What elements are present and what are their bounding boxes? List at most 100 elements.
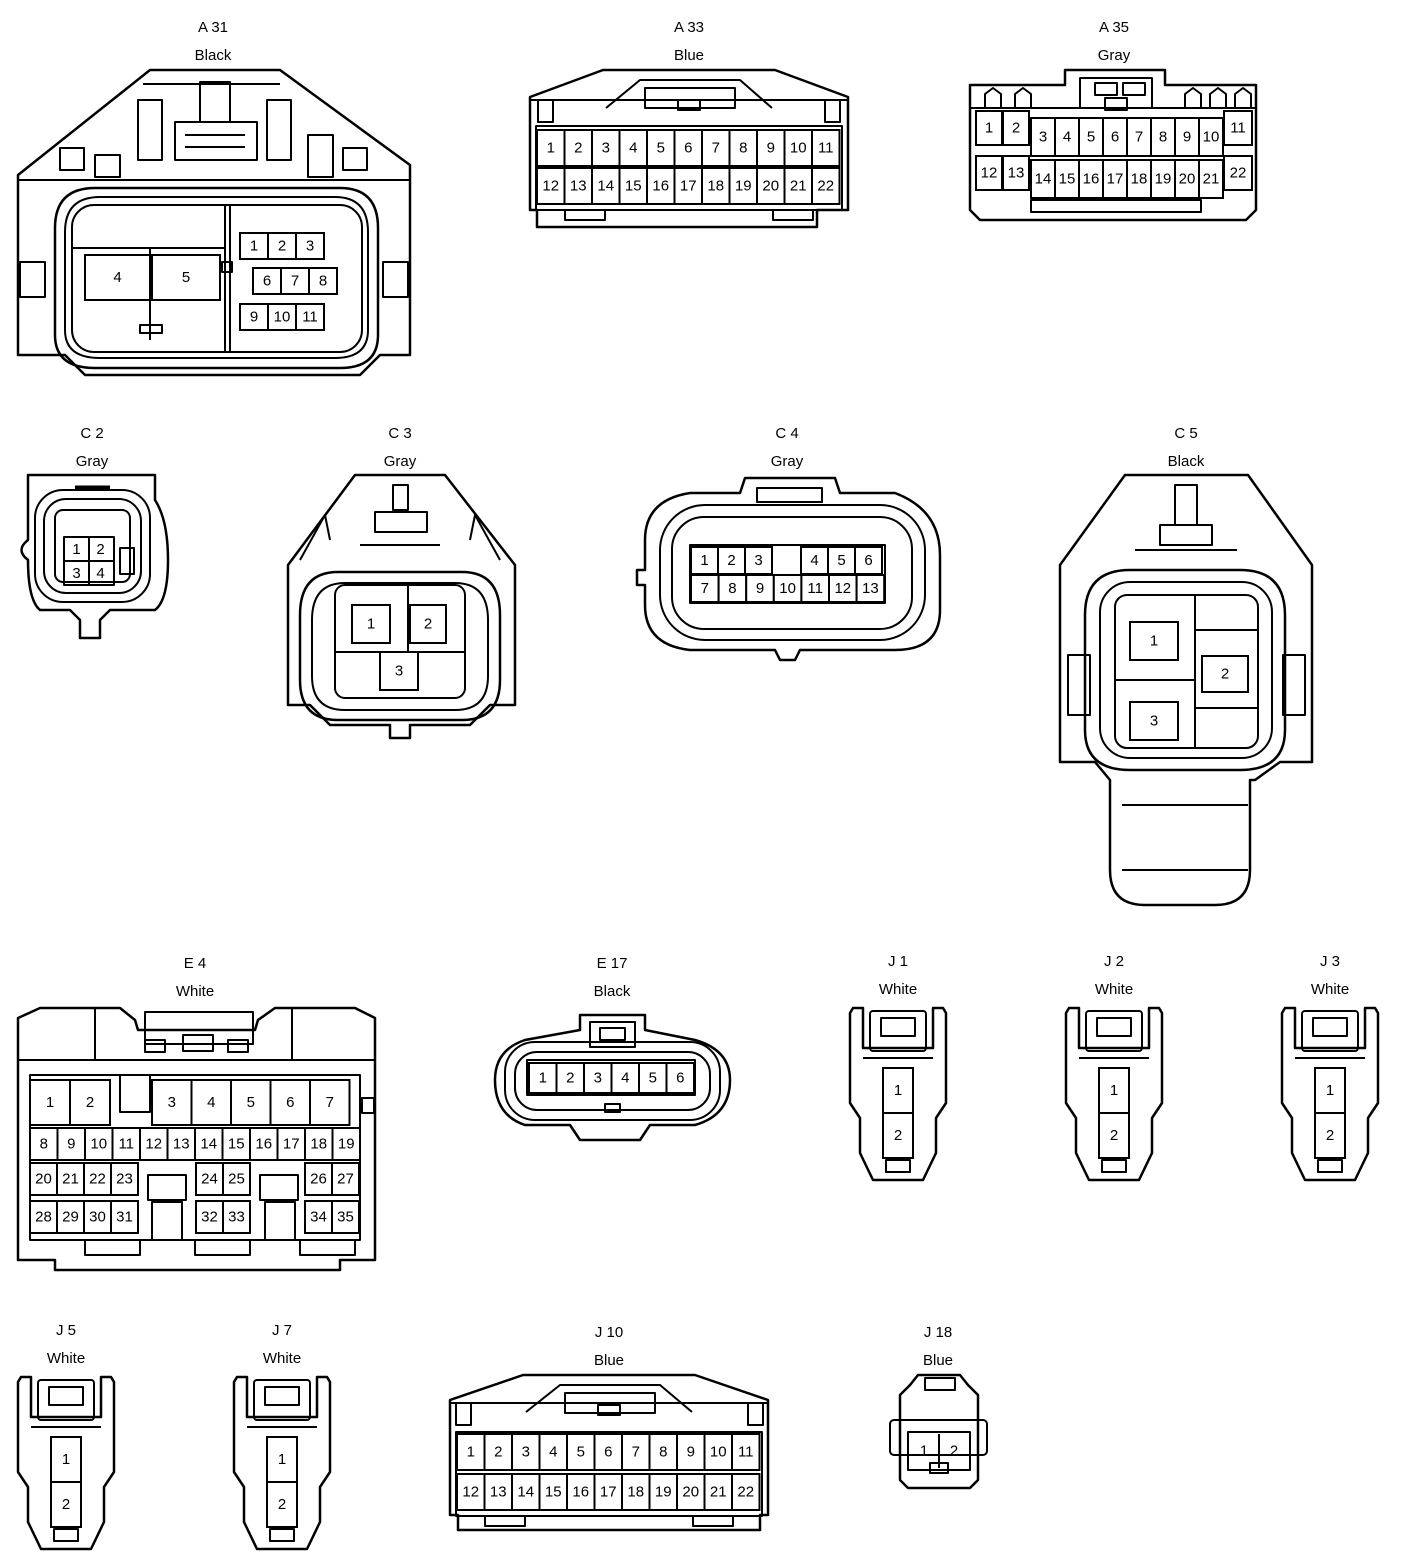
- pin-number: 13: [1008, 165, 1025, 182]
- pin-cell: [190, 1079, 232, 1126]
- pin-number: 10: [710, 1444, 727, 1461]
- connector-color: White: [1311, 981, 1349, 998]
- pin-cell: [308, 267, 338, 295]
- pin-number: 19: [735, 178, 752, 195]
- pin-number: 6: [604, 1444, 612, 1461]
- pin-cell: [731, 1473, 761, 1511]
- pin-number: 21: [710, 1484, 727, 1501]
- connector-id: C 5: [1174, 425, 1197, 442]
- pin-number: 15: [228, 1136, 245, 1153]
- connector-color: Gray: [76, 453, 109, 470]
- pin-number: 6: [864, 552, 872, 569]
- pin-number: 2: [574, 140, 582, 157]
- pin-cell: [84, 1127, 114, 1161]
- pin-cell: [50, 1481, 82, 1528]
- pin-number: 7: [632, 1444, 640, 1461]
- pin-cell: [1314, 1112, 1346, 1159]
- pin-number: 8: [1159, 129, 1167, 146]
- pin-cell: [276, 1127, 306, 1161]
- pin-number: 5: [247, 1094, 255, 1111]
- pin-number: 2: [1012, 120, 1020, 137]
- pin-number: 4: [207, 1094, 215, 1111]
- pin-number: 19: [338, 1136, 355, 1153]
- pin-number: 20: [35, 1171, 52, 1188]
- pin-cell: [483, 1473, 513, 1511]
- pin-number: 4: [113, 269, 121, 286]
- pin-number: 5: [649, 1070, 657, 1087]
- connector-id: J 18: [924, 1324, 952, 1341]
- pin-number: 5: [657, 140, 665, 157]
- pin-number: 29: [62, 1209, 79, 1226]
- pin-cell: [646, 167, 676, 205]
- pin-cell: [703, 1473, 733, 1511]
- pin-number: 16: [652, 178, 669, 195]
- pin-number: 21: [1203, 171, 1220, 188]
- connector-color: Black: [1168, 453, 1205, 470]
- pin-number: 3: [1039, 129, 1047, 146]
- pin-number: 13: [490, 1484, 507, 1501]
- connector-id: J 10: [595, 1324, 623, 1341]
- pin-number: 2: [1110, 1127, 1118, 1144]
- pin-cell: [676, 1473, 706, 1511]
- pin-cell: [728, 129, 758, 167]
- pin-number: 28: [35, 1209, 52, 1226]
- pin-cell: [800, 574, 831, 603]
- pin-number: 1: [985, 120, 993, 137]
- pin-number: 3: [395, 663, 403, 680]
- pin-cell: [110, 1200, 139, 1234]
- pin-number: 6: [684, 140, 692, 157]
- pin-cell: [309, 1079, 351, 1126]
- pin-number: 7: [1135, 129, 1143, 146]
- connector-color: Gray: [384, 453, 417, 470]
- pin-number: 1: [547, 140, 555, 157]
- pin-number: 11: [302, 309, 318, 326]
- pin-number: 8: [40, 1136, 48, 1153]
- connector-id: C 4: [775, 425, 798, 442]
- connector-id: J 7: [272, 1322, 292, 1339]
- pin-number: 11: [1230, 120, 1246, 137]
- pin-number: 15: [1059, 171, 1076, 188]
- pin-number: 1: [250, 238, 258, 255]
- pin-number: 22: [89, 1171, 106, 1188]
- pin-number: 17: [1107, 171, 1124, 188]
- pin-number: 2: [96, 541, 104, 558]
- pin-number: 18: [707, 178, 724, 195]
- pin-cell: [151, 1079, 193, 1126]
- pin-cell: [566, 1433, 596, 1471]
- pin-number: 31: [116, 1209, 133, 1226]
- pin-cell: [538, 1433, 568, 1471]
- pin-number: 2: [566, 1070, 574, 1087]
- pin-cell: [331, 1200, 360, 1234]
- connector-id: J 1: [888, 953, 908, 970]
- pin-number: 1: [467, 1444, 475, 1461]
- pin-number: 24: [201, 1171, 218, 1188]
- pin-number: 17: [283, 1136, 300, 1153]
- pin-cell: [1174, 117, 1200, 157]
- pin-cell: [882, 1112, 914, 1159]
- pin-number: 20: [1179, 171, 1196, 188]
- pin-cell: [563, 167, 593, 205]
- pin-number: 6: [1111, 129, 1119, 146]
- pin-number: 4: [621, 1070, 629, 1087]
- pin-cell: [221, 1127, 251, 1161]
- pin-number: 23: [116, 1171, 133, 1188]
- pin-number: 10: [1203, 129, 1220, 146]
- pin-number: 30: [89, 1209, 106, 1226]
- pin-number: 12: [462, 1484, 479, 1501]
- pin-number: 3: [594, 1070, 602, 1087]
- pin-number: 5: [837, 552, 845, 569]
- pin-number: 11: [118, 1136, 134, 1153]
- pin-number: 7: [701, 580, 709, 597]
- pin-number: 7: [291, 273, 299, 290]
- pin-number: 7: [326, 1094, 334, 1111]
- pin-number: 9: [1183, 129, 1191, 146]
- pin-number: 1: [72, 541, 80, 558]
- pin-cell: [222, 1162, 251, 1196]
